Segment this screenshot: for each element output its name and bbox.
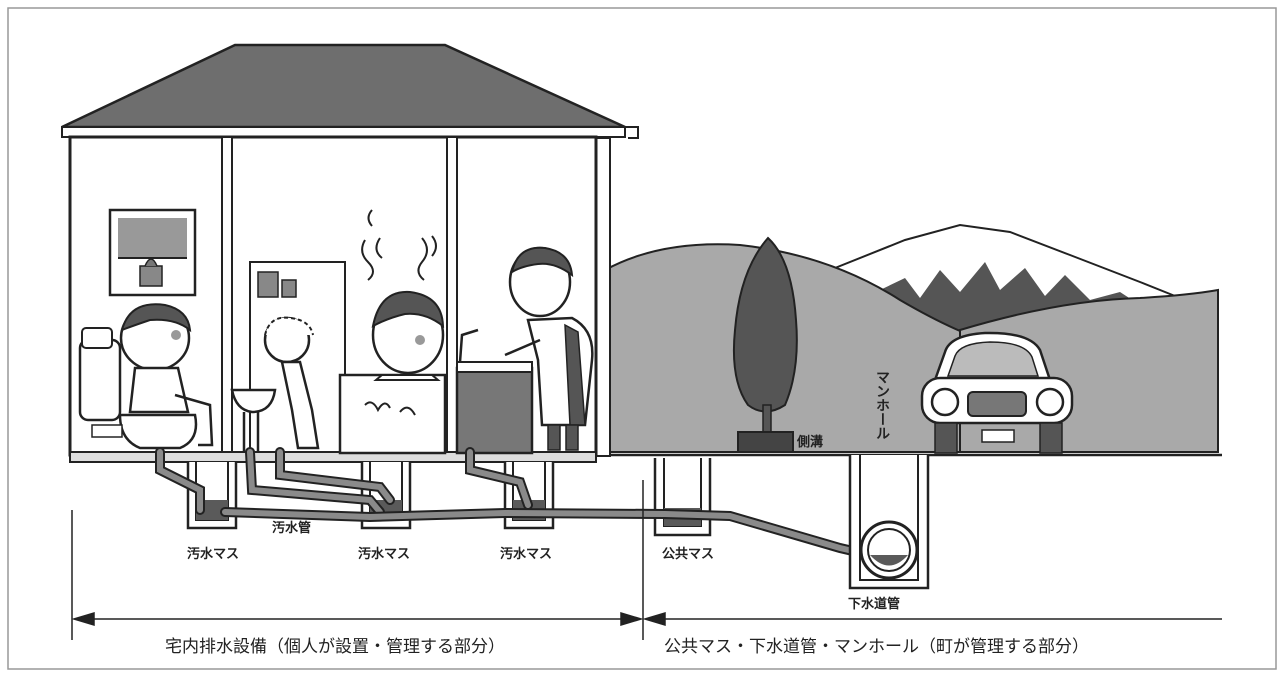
kitchen-room (455, 246, 594, 455)
public-box-label: 公共マス (662, 546, 714, 562)
toilet-room (78, 208, 214, 450)
sink-icon (230, 388, 277, 452)
landscape (70, 223, 1222, 457)
sewer-main-label: 下水道管 (848, 596, 900, 612)
sewage-pipe-label: 汚水管 (272, 520, 311, 536)
steam-icon (361, 209, 437, 281)
bathtub-icon (338, 373, 447, 455)
section-brackets (71, 480, 1222, 640)
car-icon (920, 331, 1074, 454)
bather-icon (371, 290, 445, 381)
kitchen-sink-icon (455, 328, 534, 455)
child-washing-icon (263, 316, 320, 450)
sewage-box-1-label: 汚水マス (187, 546, 239, 562)
sewage-box-3-label: 汚水マス (500, 546, 552, 562)
private-section-label: 宅内排水設備（個人が設置・管理する部分） (165, 637, 505, 657)
child-icon (119, 303, 214, 447)
sewage-box-2-label: 汚水マス (358, 546, 410, 562)
side-ditch-label: 側溝 (796, 434, 823, 450)
public-box (653, 458, 712, 537)
toilet-icon (78, 327, 198, 450)
manhole (848, 455, 930, 590)
manhole-label: マンホール (874, 370, 890, 440)
tree-icon (732, 236, 798, 453)
bath-room (230, 209, 447, 455)
sewage-pipes (155, 447, 875, 560)
person-icon (504, 246, 594, 451)
public-section-label: 公共マス・下水道管・マンホール（町が管理する部分） (664, 637, 1089, 657)
